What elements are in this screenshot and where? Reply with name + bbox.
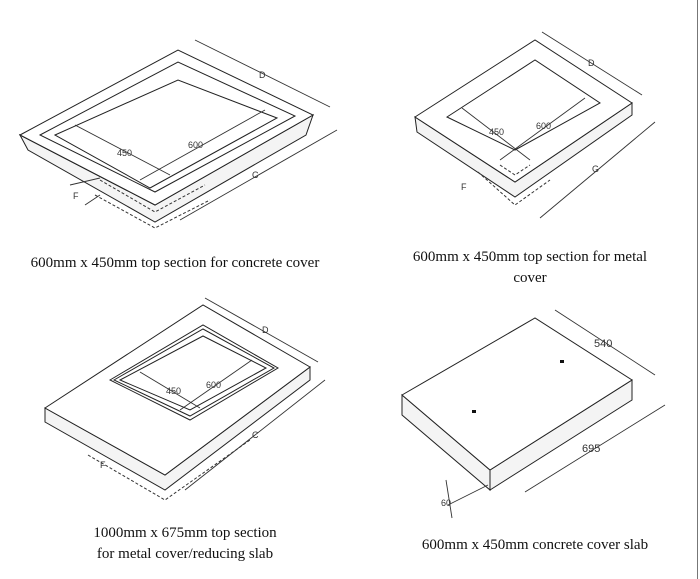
drawing-concrete-cover-slab: 540 695 60 (401, 309, 666, 519)
label-f: F (100, 460, 106, 470)
label-600: 600 (536, 121, 551, 131)
label-540: 540 (594, 338, 612, 350)
label-d: D (262, 325, 269, 335)
dim-line-450 (461, 107, 531, 161)
dim-line-60 (447, 484, 489, 506)
lifting-point (472, 410, 476, 413)
caption-concrete-cover-slab: 600mm x 450mm concrete cover slab (421, 537, 649, 553)
label-450: 450 (489, 127, 504, 137)
dim-line-600 (139, 109, 266, 181)
label-d: D (259, 70, 266, 80)
dim-line-d (541, 31, 643, 96)
opening (53, 79, 279, 189)
opening (118, 335, 268, 411)
dim-line-c (179, 129, 338, 221)
label-600: 600 (188, 140, 203, 150)
opening (445, 59, 601, 151)
caption-metal-cover-top-section: 600mm x 450mm top section for metal cove… (370, 247, 690, 289)
label-c: C (252, 430, 259, 440)
caption-line: 600mm x 450mm top section for metal (412, 249, 648, 265)
frame-outer (108, 324, 279, 421)
label-450: 450 (117, 148, 132, 158)
hidden-edge (99, 179, 206, 213)
slab-top (401, 317, 633, 471)
frame-mid (112, 328, 276, 417)
dim-line-600 (499, 97, 586, 161)
hidden-edge (477, 171, 551, 206)
dim-line-60-ext (445, 479, 453, 519)
dim-line-695 (524, 404, 666, 493)
label-600: 600 (206, 380, 221, 390)
label-f: F (461, 182, 467, 192)
drawing-concrete-cover-top-section: D C 450 600 F (18, 39, 338, 229)
dim-line-f2 (84, 194, 101, 206)
dim-line-f (69, 177, 101, 186)
label-60: 60 (441, 498, 451, 508)
dim-line-d (194, 39, 331, 108)
drawing-metal-cover-top-section: D G 450 600 F (414, 31, 656, 219)
label-f: F (73, 191, 79, 201)
caption-line: for metal cover/reducing slab (96, 546, 274, 562)
dim-line-c (184, 379, 326, 491)
label-c: C (252, 170, 259, 180)
dim-line-540 (554, 309, 656, 376)
dim-line-600 (179, 359, 253, 411)
caption-line: 1000mm x 675mm top section (93, 525, 277, 541)
label-d: D (588, 58, 595, 68)
divider-line (697, 0, 698, 579)
lifting-point (560, 360, 564, 363)
label-g: G (592, 164, 599, 174)
hidden-edge-inner (499, 164, 531, 176)
dim-line-g (539, 121, 656, 219)
caption-line: cover (513, 270, 547, 286)
frame-inner-rim (38, 61, 297, 193)
label-695: 695 (582, 443, 600, 455)
dim-line-d (204, 297, 319, 363)
caption-reducing-slab-top-section: 1000mm x 675mm top section for metal cov… (30, 523, 340, 565)
caption-concrete-cover-top-section: 600mm x 450mm top section for concrete c… (30, 255, 320, 271)
label-450: 450 (166, 386, 181, 396)
dim-line-450 (139, 371, 201, 409)
dim-line-450 (74, 124, 171, 176)
drawing-reducing-slab-top-section: D C 450 600 F (44, 297, 326, 501)
hidden-edge-lower (94, 194, 211, 229)
